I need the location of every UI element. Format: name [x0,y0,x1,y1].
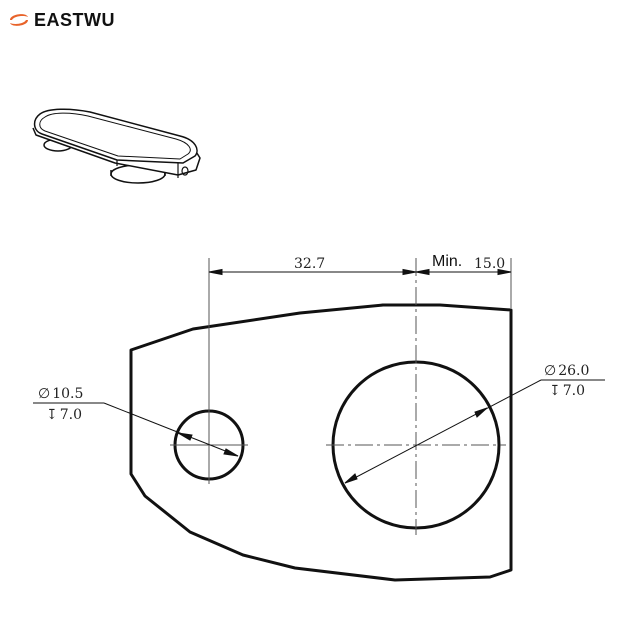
large-hole-leader [344,379,605,484]
part-outline [129,303,513,582]
diameter-symbol: ∅ [544,363,556,379]
brand-logo: EASTWU [8,8,115,32]
small-hole-leader [33,402,239,457]
large-hole-depth-label: ↧7.0 [549,383,585,399]
depth-symbol: ↧ [46,407,58,423]
min-label: Min. [432,253,462,270]
center-distance-label: 32.7 [294,256,325,272]
min-edge-distance-label: 15.0 [474,256,505,272]
slot-detail [181,166,189,176]
isometric-product-view [32,108,201,184]
horizontal-dimensions [208,268,512,276]
brand-name: EASTWU [34,9,115,30]
centerlines [170,258,512,535]
large-hole-diameter-label: ∅26.0 [544,363,589,379]
diameter-symbol: ∅ [38,386,50,402]
small-hole-depth-label: ↧7.0 [46,407,82,423]
small-hole-diameter-label: ∅10.5 [38,386,83,402]
depth-symbol: ↧ [549,383,561,399]
eastwu-swoosh-icon [10,14,28,26]
